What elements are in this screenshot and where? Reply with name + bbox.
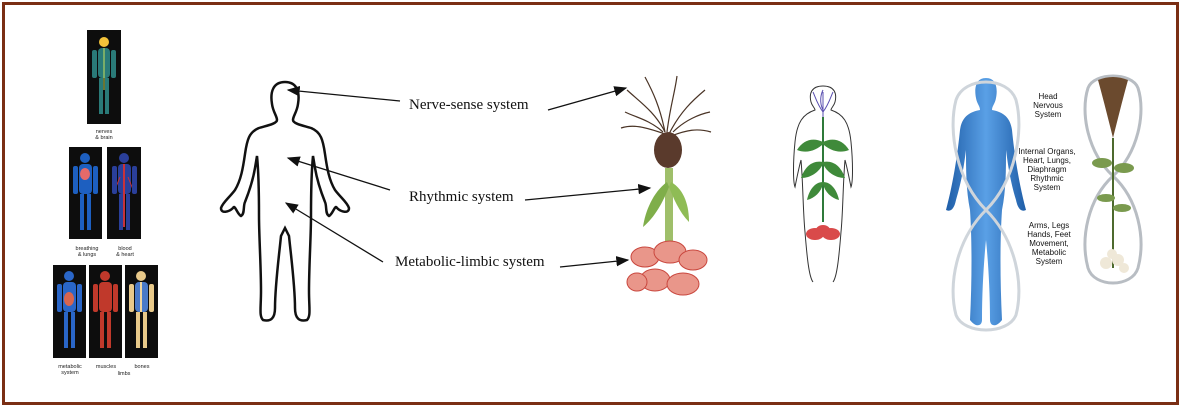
label-nerve-sense: Nerve-sense system [409,97,529,114]
label-rhythmic-organs: Internal Organs, Heart, Lungs, Diaphragm… [1014,147,1080,192]
label-head-nervous: Head Nervous System [1025,92,1071,119]
arrow-nerve-to-head [288,90,400,101]
label-metabolic-limbic: Metabolic-limbic system [395,254,545,271]
plant-root-icon [615,72,715,307]
plant-sketch-icon [783,82,863,287]
infinity-plant-icon [1068,68,1158,293]
blue-body-icon [936,70,1036,340]
arrow-rhythmic-to-chest [288,158,390,190]
label-rhythmic: Rhythmic system [409,189,514,206]
arrow-metabolic-to-abdomen [286,203,383,262]
label-metabolic-limbs: Arms, Legs Hands, Feet Movement, Metabol… [1020,221,1078,266]
